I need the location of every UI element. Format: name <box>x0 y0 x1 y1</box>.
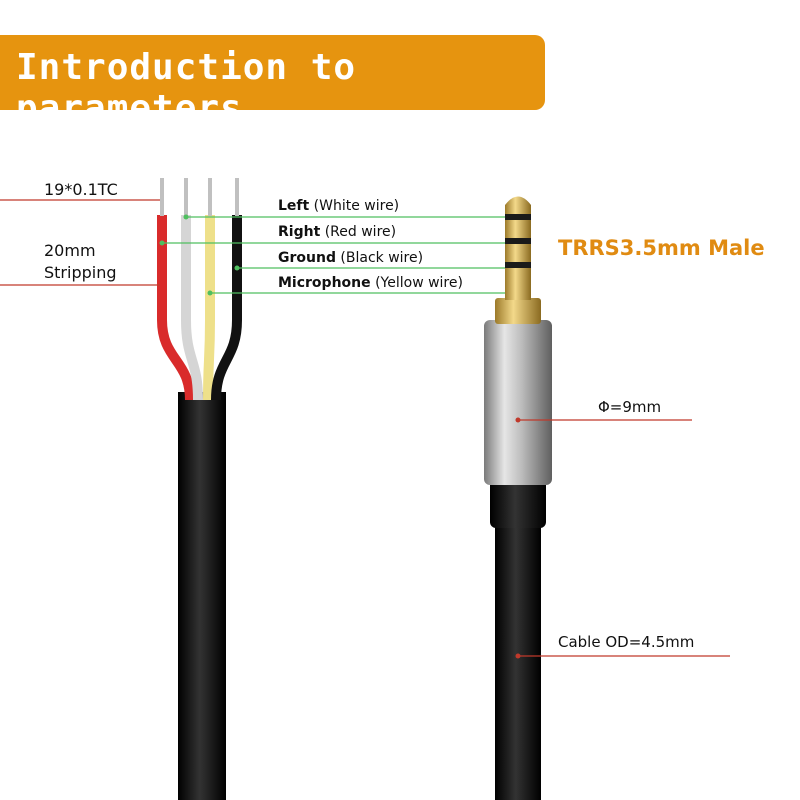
plug-ring-insulator-1 <box>505 214 531 220</box>
plug-tip <box>505 196 531 214</box>
plug-ring-1 <box>505 220 531 238</box>
strain-relief <box>490 478 546 528</box>
yellow-conductor <box>208 178 212 216</box>
red-wire <box>157 215 195 401</box>
stripping-spec: 20mm Stripping <box>44 241 117 282</box>
wire-name: Ground <box>278 250 336 266</box>
plug-ring-insulator-3 <box>505 262 531 268</box>
wire-label-ground: Ground (Black wire) <box>278 250 423 266</box>
wire-name: Left <box>278 198 310 214</box>
white-wire <box>181 215 203 401</box>
page-title: Introduction to parameters <box>16 47 357 129</box>
diameter-label: Φ=9mm <box>598 398 662 416</box>
wire-desc: (Black wire) <box>340 250 424 266</box>
title-banner: Introduction to parameters <box>0 35 545 129</box>
wire-label-right: Right (Red wire) <box>278 224 396 240</box>
conductor-spec: 19*0.1TC <box>44 180 118 199</box>
plug-ring-2 <box>505 244 531 262</box>
black-conductor <box>235 178 239 216</box>
plug-sleeve <box>505 268 531 300</box>
wire-label-left: Left (White wire) <box>278 198 399 214</box>
wire-desc: (Red wire) <box>324 224 397 240</box>
black-wire <box>211 215 242 401</box>
wire-name: Microphone <box>278 275 371 291</box>
plug-collar <box>495 298 541 324</box>
wire-label-microphone: Microphone (Yellow wire) <box>278 275 463 291</box>
left-cable-jacket <box>178 392 226 800</box>
wire-desc: (White wire) <box>313 198 400 214</box>
wire-desc: (Yellow wire) <box>375 275 463 291</box>
red-conductor <box>160 178 164 216</box>
plug-housing <box>484 320 552 485</box>
right-cable-jacket <box>495 520 541 800</box>
white-conductor <box>184 178 188 216</box>
cable-od-label: Cable OD=4.5mm <box>558 633 695 651</box>
wire-name: Right <box>278 224 321 240</box>
plug-ring-insulator-2 <box>505 238 531 244</box>
yellow-wire <box>203 215 215 401</box>
connector-type-label: TRRS3.5mm Male <box>558 236 765 260</box>
